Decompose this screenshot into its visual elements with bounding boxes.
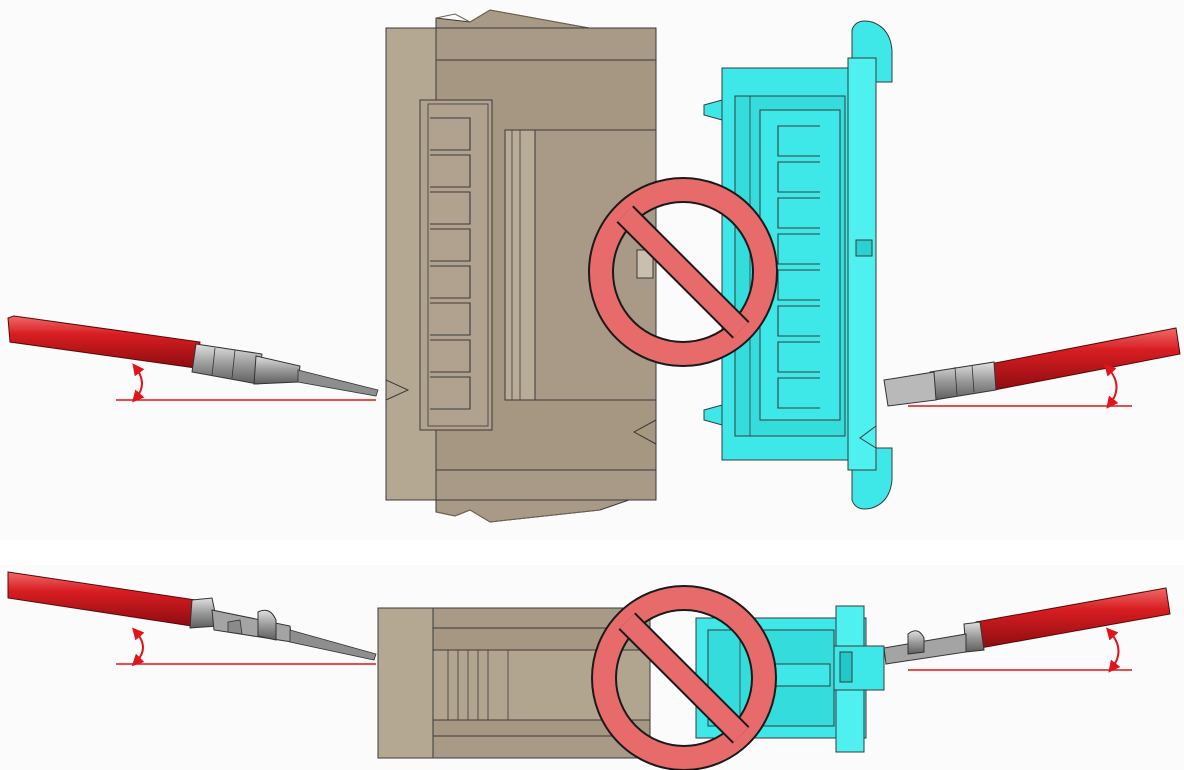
right-wire-top bbox=[883, 327, 1181, 409]
angle-arrow-icon bbox=[1104, 363, 1119, 409]
male-housing-top bbox=[385, 9, 657, 523]
prohibition-icon bbox=[588, 177, 778, 367]
male-cavities bbox=[430, 117, 471, 410]
left-wire-top bbox=[7, 315, 379, 403]
terminal-icon bbox=[191, 343, 379, 397]
left-wire-side bbox=[7, 571, 377, 667]
prohibition-icon bbox=[591, 585, 777, 770]
terminal-icon bbox=[189, 597, 377, 661]
top-view bbox=[7, 9, 1181, 523]
right-wire-side bbox=[883, 587, 1171, 673]
female-cavities bbox=[777, 125, 820, 409]
angle-arrow-icon bbox=[1106, 627, 1121, 673]
side-view bbox=[7, 571, 1171, 770]
angle-arrow-icon bbox=[131, 627, 145, 667]
terminal-icon bbox=[883, 621, 985, 665]
female-housing-top bbox=[703, 20, 893, 510]
terminal-icon bbox=[883, 361, 997, 407]
panel-divider bbox=[0, 540, 1184, 565]
angle-arrow-icon bbox=[132, 363, 145, 403]
